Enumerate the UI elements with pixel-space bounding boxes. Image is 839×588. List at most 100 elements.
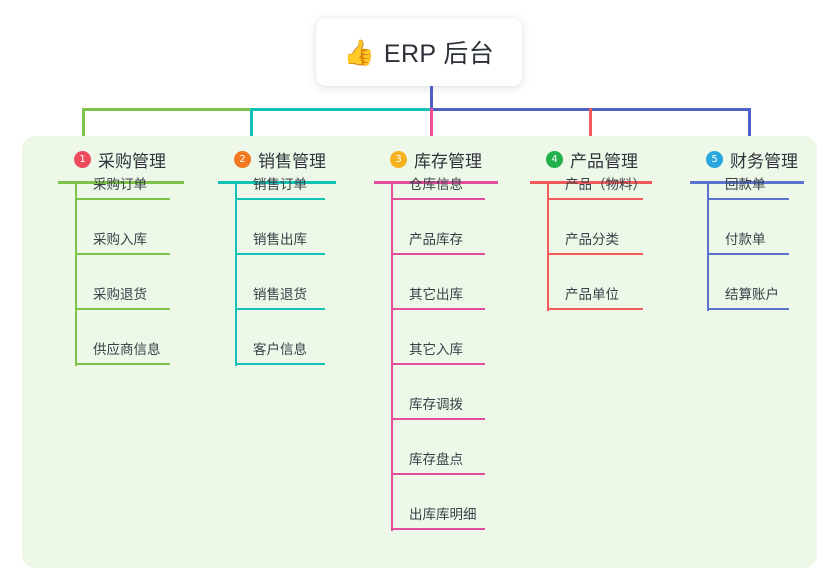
module-item[interactable]: 采购退货 <box>75 278 170 310</box>
module-title-1: 采购管理 <box>98 152 166 171</box>
stub-connector-5 <box>748 108 751 138</box>
module-header-2[interactable]: 2 销售管理 <box>234 147 326 172</box>
module-spine-4 <box>547 182 549 311</box>
module-item[interactable]: 回款单 <box>707 168 789 200</box>
module-item[interactable]: 采购订单 <box>75 168 170 200</box>
module-item-label: 产品分类 <box>565 232 619 247</box>
module-column-3: 3 库存管理仓库信息产品库存其它出库其它入库库存调拨库存盘点出库库明细 <box>374 136 500 568</box>
root-node-title: ERP 后台 <box>383 40 495 68</box>
module-item-rule <box>391 418 485 420</box>
module-item-rule <box>547 308 643 310</box>
module-title-4: 产品管理 <box>570 152 638 171</box>
module-item-rule <box>235 363 325 365</box>
module-item-rule <box>391 473 485 475</box>
module-item[interactable]: 其它出库 <box>391 278 485 310</box>
module-item-rule <box>391 363 485 365</box>
module-item-label: 其它入库 <box>409 342 463 357</box>
module-title-2: 销售管理 <box>258 152 326 171</box>
module-spine-1 <box>75 182 77 366</box>
module-item-rule <box>547 198 643 200</box>
root-node[interactable]: 👍 ERP 后台 <box>316 18 522 86</box>
module-item[interactable]: 仓库信息 <box>391 168 485 200</box>
module-title-5: 财务管理 <box>730 152 798 171</box>
module-item[interactable]: 采购入库 <box>75 223 170 255</box>
trunk-connector <box>430 86 433 110</box>
module-item-label: 产品库存 <box>409 232 463 247</box>
module-item-label: 采购入库 <box>93 232 147 247</box>
module-item-rule <box>391 308 485 310</box>
module-badge-1: 1 <box>74 151 91 168</box>
stub-connector-1 <box>82 108 85 138</box>
module-column-5: 5 财务管理回款单付款单结算账户 <box>690 136 806 568</box>
module-item-label: 销售退货 <box>253 287 307 302</box>
module-item-label: 出库库明细 <box>409 507 477 522</box>
module-item-label: 产品（物料） <box>565 177 646 192</box>
module-item[interactable]: 销售出库 <box>235 223 325 255</box>
module-item-label: 采购退货 <box>93 287 147 302</box>
module-item-label: 销售订单 <box>253 177 307 192</box>
module-badge-2: 2 <box>234 151 251 168</box>
module-item-rule <box>707 198 789 200</box>
module-header-1[interactable]: 1 采购管理 <box>74 147 166 172</box>
module-item[interactable]: 库存盘点 <box>391 443 485 475</box>
module-item[interactable]: 客户信息 <box>235 333 325 365</box>
stub-connector-3 <box>430 108 433 138</box>
module-item-rule <box>235 198 325 200</box>
bar-segment-mid <box>250 108 432 111</box>
module-badge-3: 3 <box>390 151 407 168</box>
module-item[interactable]: 库存调拨 <box>391 388 485 420</box>
module-header-rule-4 <box>530 181 652 184</box>
module-item-rule <box>391 528 485 530</box>
module-column-2: 2 销售管理销售订单销售出库销售退货客户信息 <box>218 136 338 568</box>
module-item-rule <box>707 253 789 255</box>
module-item-rule <box>75 308 170 310</box>
module-item-label: 产品单位 <box>565 287 619 302</box>
module-header-rule-2 <box>218 181 336 184</box>
module-header-rule-1 <box>58 181 184 184</box>
module-item-label: 库存调拨 <box>409 397 463 412</box>
module-item-rule <box>707 308 789 310</box>
module-item[interactable]: 结算账户 <box>707 278 789 310</box>
module-item-rule <box>391 253 485 255</box>
module-item[interactable]: 销售退货 <box>235 278 325 310</box>
module-item[interactable]: 产品库存 <box>391 223 485 255</box>
thumbs-up-icon: 👍 <box>343 37 375 67</box>
module-item-label: 采购订单 <box>93 177 147 192</box>
module-title-3: 库存管理 <box>414 152 482 171</box>
module-spine-5 <box>707 182 709 311</box>
module-item-rule <box>235 308 325 310</box>
module-item[interactable]: 供应商信息 <box>75 333 170 365</box>
module-item[interactable]: 产品单位 <box>547 278 643 310</box>
bar-segment-left <box>82 108 252 111</box>
module-item-rule <box>75 363 170 365</box>
module-item-label: 结算账户 <box>725 287 779 302</box>
modules-panel: 1 采购管理采购订单采购入库采购退货供应商信息 2 销售管理销售订单销售出库销售退货客… <box>22 136 817 568</box>
module-item-label: 其它出库 <box>409 287 463 302</box>
module-column-1: 1 采购管理采购订单采购入库采购退货供应商信息 <box>58 136 186 568</box>
module-item-rule <box>391 198 485 200</box>
module-badge-5: 5 <box>706 151 723 168</box>
module-item[interactable]: 产品分类 <box>547 223 643 255</box>
module-item[interactable]: 出库库明细 <box>391 498 485 530</box>
module-item-label: 回款单 <box>725 177 766 192</box>
module-item[interactable]: 销售订单 <box>235 168 325 200</box>
module-item[interactable]: 付款单 <box>707 223 789 255</box>
module-item-rule <box>235 253 325 255</box>
module-spine-2 <box>235 182 237 366</box>
module-item-label: 付款单 <box>725 232 766 247</box>
module-header-rule-5 <box>690 181 804 184</box>
module-item-rule <box>75 253 170 255</box>
module-item-rule <box>75 198 170 200</box>
module-item-label: 仓库信息 <box>409 177 463 192</box>
module-item-rule <box>547 253 643 255</box>
module-item[interactable]: 其它入库 <box>391 333 485 365</box>
module-item[interactable]: 产品（物料） <box>547 168 646 200</box>
module-header-5[interactable]: 5 财务管理 <box>706 147 798 172</box>
module-header-3[interactable]: 3 库存管理 <box>390 147 482 172</box>
stub-connector-2 <box>250 108 253 138</box>
module-item-label: 销售出库 <box>253 232 307 247</box>
stub-connector-4 <box>589 108 592 138</box>
